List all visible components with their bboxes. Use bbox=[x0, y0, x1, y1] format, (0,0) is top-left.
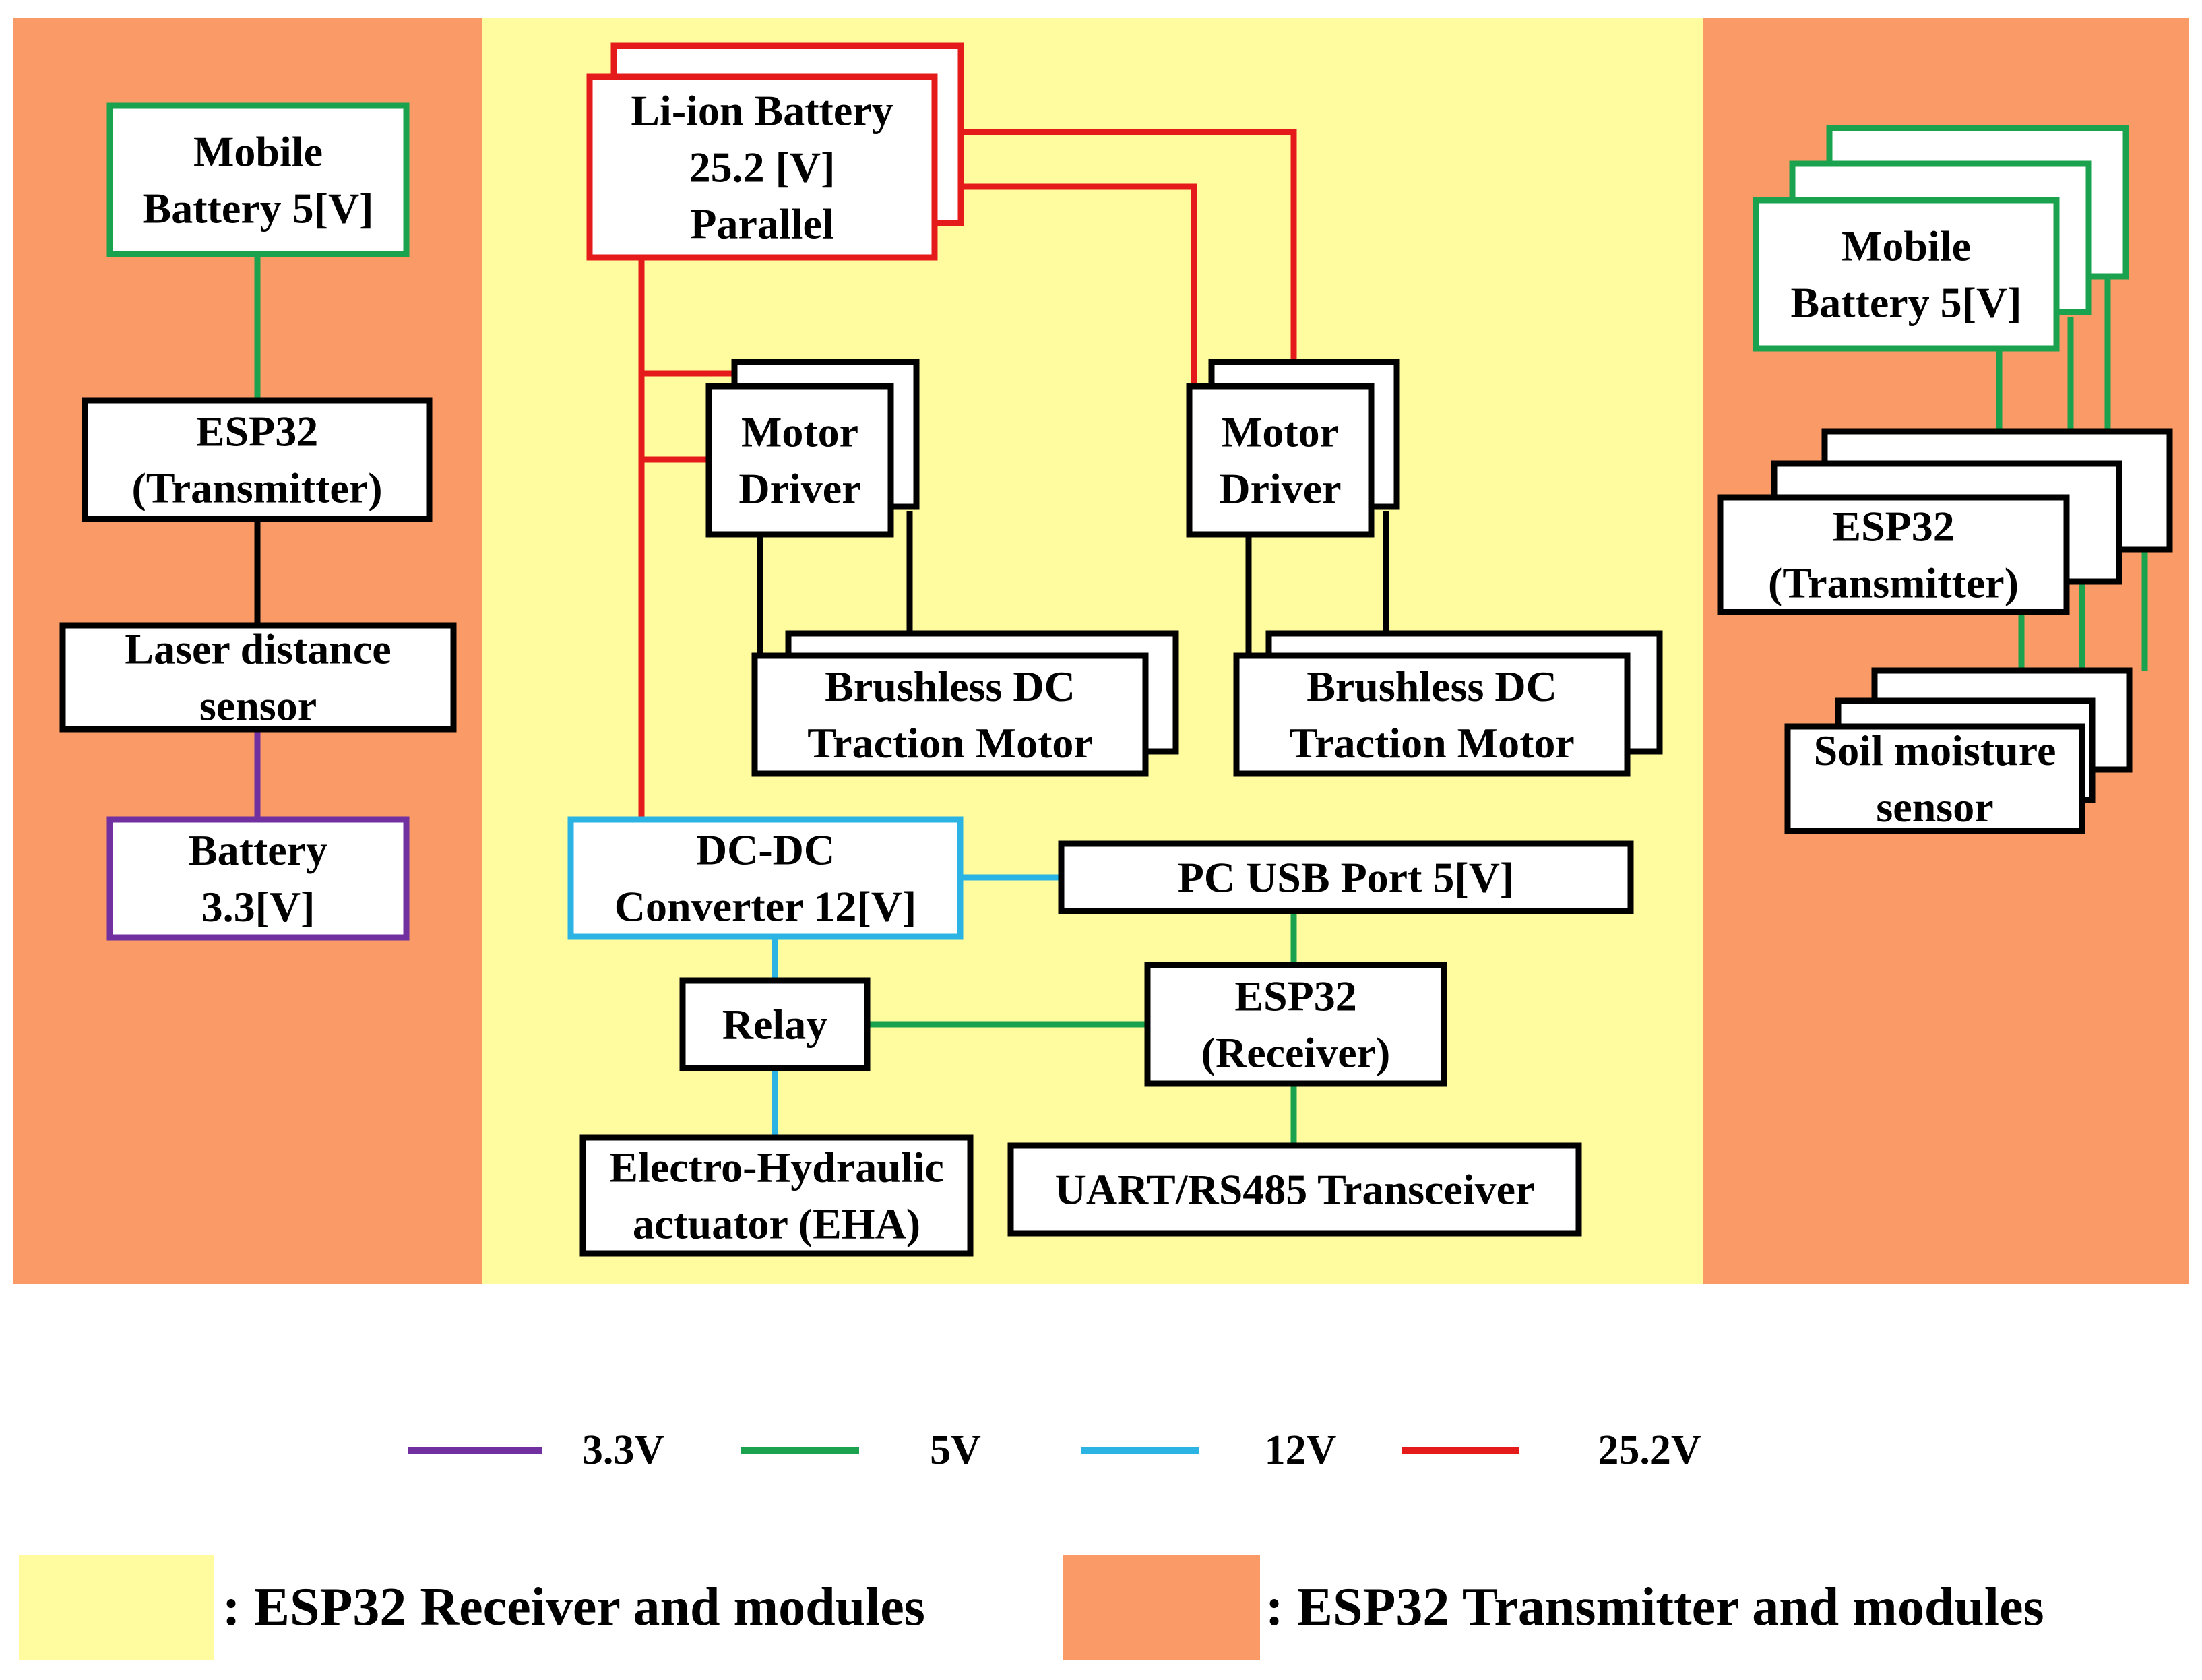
motor-driver-left-label: Driver bbox=[738, 465, 860, 513]
esp32-transmitter-right: ESP32 (Transmitter) bbox=[1717, 494, 2070, 615]
li-ion-battery-label: Parallel bbox=[690, 200, 833, 248]
esp32-receiver-label: ESP32 bbox=[1234, 972, 1356, 1020]
relay-frame bbox=[679, 977, 871, 1071]
dc-dc-converter-frame bbox=[567, 816, 964, 940]
bldc-left: Brushless DC Traction Motor bbox=[751, 652, 1149, 777]
legend-transmitter-label: : ESP32 Transmitter and modules bbox=[1265, 1578, 2044, 1637]
esp32-transmitter-left: ESP32 (Transmitter) bbox=[82, 397, 433, 522]
soil-moisture-sensor: Soil moisture sensor bbox=[1784, 723, 2085, 834]
esp32-transmitter-right-label: ESP32 bbox=[1832, 503, 1954, 551]
li-ion-battery-frame bbox=[586, 73, 938, 261]
bldc-left-frame bbox=[751, 652, 1149, 777]
esp32-receiver-label: (Receiver) bbox=[1201, 1029, 1391, 1077]
bldc-left-label: Traction Motor bbox=[807, 719, 1093, 767]
motor-driver-right-label: Motor bbox=[1222, 408, 1339, 456]
motor-driver-right-frame bbox=[1186, 383, 1375, 538]
soil-moisture-sensor-label: Soil moisture bbox=[1814, 726, 2056, 774]
dc-dc-converter-label: DC-DC bbox=[696, 826, 835, 874]
motor-driver-left-label: Motor bbox=[741, 408, 858, 456]
li-ion-battery-label: Li-ion Battery bbox=[631, 87, 893, 135]
electro-hydraulic-actuator-frame bbox=[579, 1134, 974, 1257]
dc-dc-converter: DC-DC Converter 12[V] bbox=[567, 816, 964, 940]
mobile-battery-left-frame bbox=[106, 102, 410, 257]
legend-label-12V: 12V bbox=[1265, 1427, 1337, 1473]
legend-receiver-swatch bbox=[19, 1555, 214, 1660]
esp32-receiver-frame bbox=[1144, 962, 1447, 1087]
battery-3-3v: Battery 3.3[V] bbox=[106, 816, 410, 941]
esp32-transmitter-right-frame bbox=[1717, 494, 2070, 615]
uart-rs485-transceiver-frame bbox=[1007, 1142, 1582, 1237]
relay-label: Relay bbox=[722, 1001, 827, 1049]
laser-distance-sensor-label: Laser distance bbox=[125, 625, 391, 673]
laser-distance-sensor-frame bbox=[59, 622, 457, 733]
electro-hydraulic-actuator: Electro-Hydraulic actuator (EHA) bbox=[579, 1134, 974, 1257]
mobile-battery-right-frame bbox=[1753, 197, 2060, 352]
electro-hydraulic-actuator-label: actuator (EHA) bbox=[633, 1200, 920, 1248]
esp32-transmitter-left-label: ESP32 bbox=[196, 408, 318, 456]
li-ion-battery: Li-ion Battery 25.2 [V] Parallel bbox=[586, 73, 938, 261]
li-ion-battery-label: 25.2 [V] bbox=[689, 144, 836, 191]
soil-moisture-sensor-frame bbox=[1784, 723, 2085, 834]
electro-hydraulic-actuator-label: Electro-Hydraulic bbox=[609, 1144, 944, 1191]
legend-label-3-3V: 3.3V bbox=[582, 1427, 665, 1473]
dc-dc-converter-label: Converter 12[V] bbox=[615, 883, 916, 931]
laser-distance-sensor-label: sensor bbox=[199, 682, 317, 730]
bldc-left-label: Brushless DC bbox=[825, 662, 1075, 710]
uart-rs485-transceiver: UART/RS485 Transceiver bbox=[1007, 1142, 1582, 1237]
battery-3-3v-label: 3.3[V] bbox=[201, 883, 315, 931]
battery-3-3v-label: Battery bbox=[189, 826, 327, 874]
pc-usb-port-label: PC USB Port 5[V] bbox=[1178, 854, 1514, 902]
soil-moisture-sensor-label: sensor bbox=[1876, 783, 1993, 831]
wire-battery-to-right-driver-b bbox=[933, 183, 1197, 384]
esp32-transmitter-right-label: (Transmitter) bbox=[1768, 559, 2019, 607]
mobile-battery-left-label: Battery 5[V] bbox=[143, 185, 374, 232]
battery-3-3v-frame bbox=[106, 816, 410, 941]
laser-distance-sensor: Laser distance sensor bbox=[59, 622, 457, 733]
bldc-right-label: Brushless DC bbox=[1307, 662, 1557, 710]
esp32-receiver: ESP32 (Receiver) bbox=[1144, 962, 1447, 1087]
mobile-battery-right-label: Mobile bbox=[1842, 222, 1971, 270]
legend-label-25-2V: 25.2V bbox=[1598, 1427, 1701, 1473]
pc-usb-port-frame bbox=[1058, 840, 1634, 914]
legend-receiver-label: : ESP32 Receiver and modules bbox=[222, 1578, 925, 1637]
relay: Relay bbox=[679, 977, 871, 1071]
mobile-battery-right-label: Battery 5[V] bbox=[1791, 279, 2022, 327]
pc-usb-port: PC USB Port 5[V] bbox=[1058, 840, 1634, 914]
esp32-transmitter-left-frame bbox=[82, 397, 433, 522]
bldc-right-label: Traction Motor bbox=[1289, 719, 1575, 767]
legend-transmitter-swatch bbox=[1063, 1555, 1260, 1660]
wire-battery-to-right-driver-a bbox=[933, 129, 1297, 362]
mobile-battery-left-label: Mobile bbox=[193, 128, 323, 176]
esp32-transmitter-left-label: (Transmitter) bbox=[132, 464, 383, 512]
motor-driver-right-label: Driver bbox=[1219, 465, 1341, 513]
bldc-right-frame bbox=[1233, 652, 1631, 777]
uart-rs485-transceiver-label: UART/RS485 Transceiver bbox=[1055, 1166, 1535, 1214]
motor-driver-left-frame bbox=[705, 383, 894, 538]
bldc-right: Brushless DC Traction Motor bbox=[1233, 652, 1631, 777]
legend-label-5V: 5V bbox=[930, 1427, 981, 1473]
